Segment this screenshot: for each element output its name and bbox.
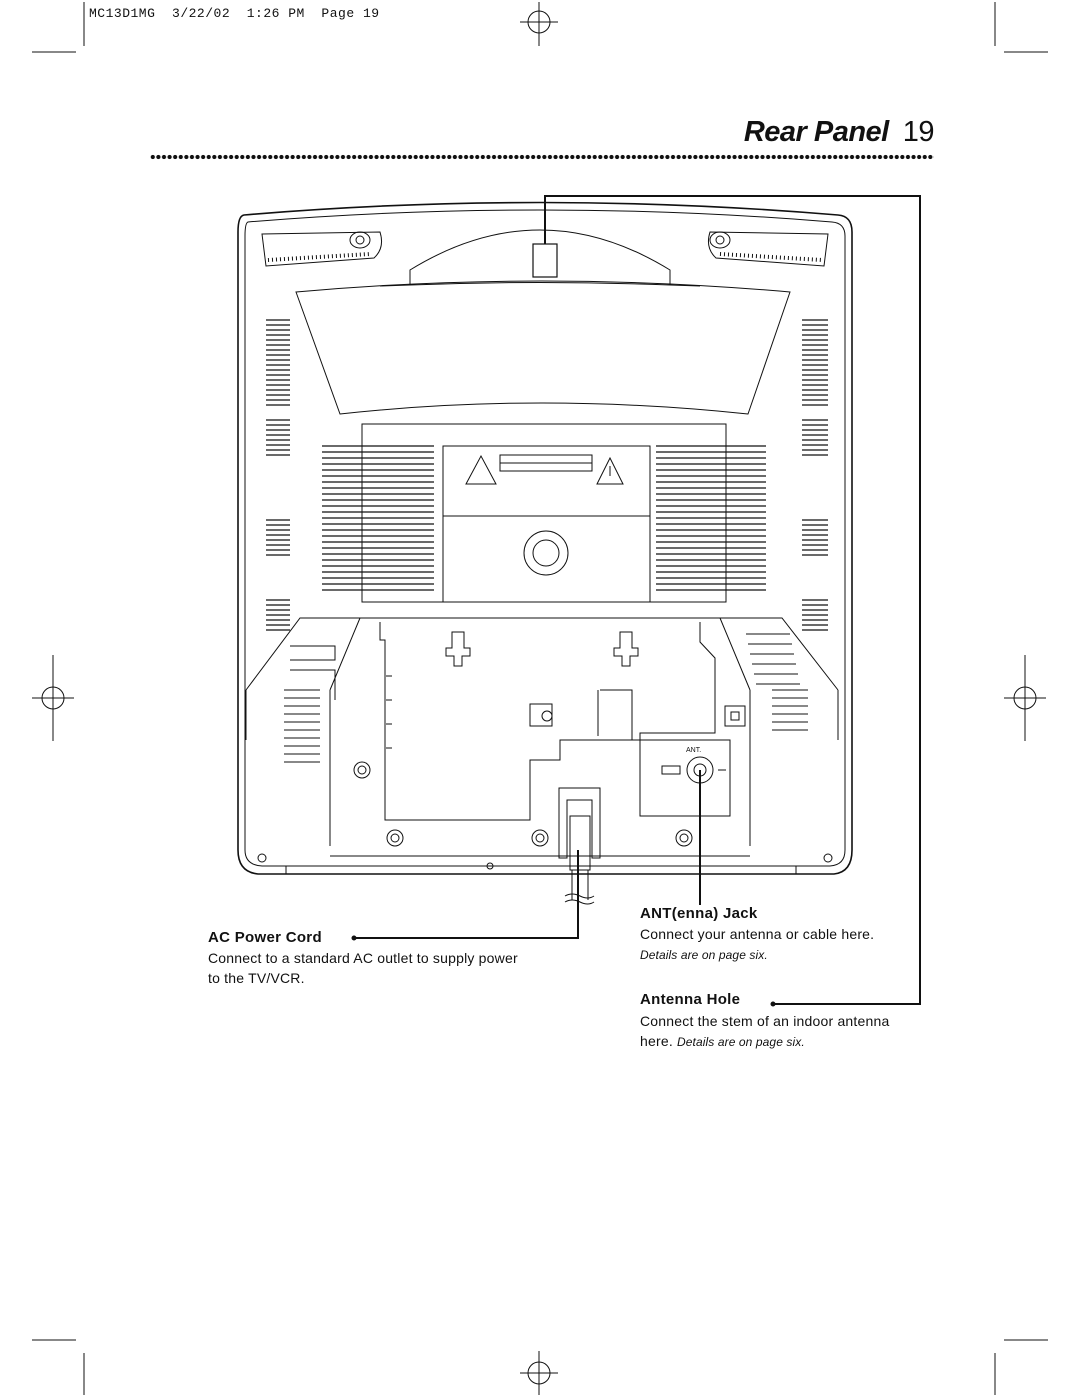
registration-mark-right (1004, 655, 1046, 741)
ant-jack-panel (639, 739, 731, 817)
antenna-hole-label: Antenna Hole (640, 991, 741, 1008)
page-number: 19 (902, 116, 935, 148)
top-handle-right (708, 231, 829, 267)
ant-port-label: ANT. (686, 747, 701, 754)
antenna-jack-note: Details are on page six. (640, 948, 768, 962)
leader-ac-power-cord (354, 850, 579, 939)
dotted-rule (150, 153, 934, 161)
leader-antenna-hole (544, 195, 921, 1005)
crt-housing (295, 229, 791, 415)
antenna-hole-description-line2: here. Details are on page six. (640, 1031, 940, 1052)
power-cord-exit (558, 787, 601, 905)
page-title-text: Rear Panel (743, 116, 889, 148)
ac-power-cord-description: Connect to a standard AC outlet to suppl… (208, 948, 588, 988)
registration-mark-left (32, 655, 74, 741)
ac-power-cord-label: AC Power Cord (208, 929, 322, 946)
page-title: Rear Panel 19 (743, 116, 935, 149)
antenna-hole-marker (532, 243, 558, 278)
crop-marks (32, 2, 1048, 1395)
center-vents (322, 445, 766, 591)
antenna-hole-description-prefix: here. (640, 1033, 673, 1049)
antenna-jack-description: Connect your antenna or cable here. (640, 926, 875, 942)
center-label-plate (361, 423, 727, 603)
antenna-hole-note: Details are on page six. (677, 1035, 805, 1049)
antenna-hole-description: Connect the stem of an indoor antenna he… (640, 1011, 940, 1052)
top-handle-left (261, 231, 382, 267)
registration-mark-bottom (520, 1351, 558, 1395)
leader-lines (351, 195, 921, 1007)
antenna-hole-description-line1: Connect the stem of an indoor antenna (640, 1013, 890, 1029)
print-slug: MC13D1MG 3/22/02 1:26 PM Page 19 (89, 6, 380, 21)
lower-back-cover (245, 617, 839, 870)
ac-power-cord-description-line2: to the TV/VCR. (208, 970, 305, 986)
ac-power-cord-description-line1: Connect to a standard AC outlet to suppl… (208, 950, 518, 966)
tv-cabinet (237, 201, 853, 875)
registration-mark-top (520, 2, 558, 46)
side-vents-upper (266, 319, 828, 631)
antenna-jack-label: ANT(enna) Jack (640, 905, 758, 922)
